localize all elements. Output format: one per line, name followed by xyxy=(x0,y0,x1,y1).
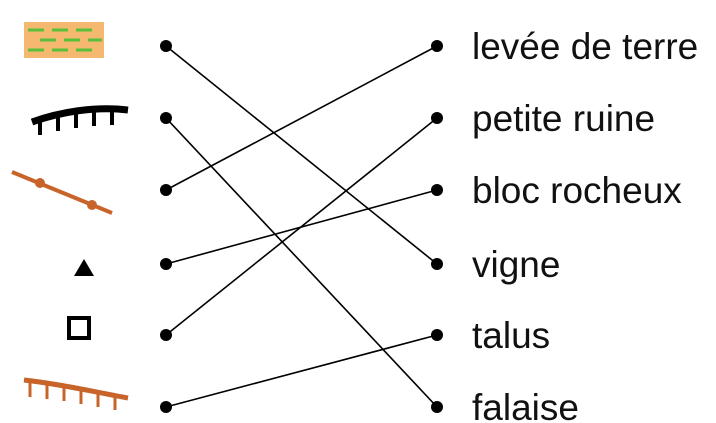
right-dot[interactable] xyxy=(431,258,443,270)
connection-lines xyxy=(165,45,438,408)
connection-line xyxy=(165,334,438,408)
left-dot[interactable] xyxy=(160,401,172,413)
left-dot[interactable] xyxy=(160,258,172,270)
right-dots xyxy=(431,40,443,413)
connection-line xyxy=(165,45,438,265)
left-dot[interactable] xyxy=(160,329,172,341)
term-label: falaise xyxy=(472,387,579,423)
right-dot[interactable] xyxy=(431,40,443,52)
term-label: petite ruine xyxy=(472,98,655,139)
connection-line xyxy=(165,117,438,408)
right-dot[interactable] xyxy=(431,401,443,413)
hollow-square-icon xyxy=(67,316,91,340)
right-dot[interactable] xyxy=(431,112,443,124)
right-dot[interactable] xyxy=(431,329,443,341)
left-dot[interactable] xyxy=(160,40,172,52)
connection-line xyxy=(165,45,438,191)
term-labels: levée de terre petite ruine bloc rocheux… xyxy=(472,26,698,423)
black-cliff-hatch-icon xyxy=(30,105,129,135)
term-label: bloc rocheux xyxy=(472,170,682,211)
term-label: levée de terre xyxy=(472,26,698,67)
vineyard-pattern-icon xyxy=(24,22,104,58)
term-label: vigne xyxy=(472,244,560,285)
filled-triangle-icon xyxy=(74,259,94,276)
connection-line xyxy=(165,117,438,336)
left-dot[interactable] xyxy=(160,112,172,124)
term-label: talus xyxy=(472,315,550,356)
dotted-line-icon xyxy=(11,170,113,215)
right-dot[interactable] xyxy=(431,184,443,196)
brown-slope-hatch-icon xyxy=(23,377,129,410)
left-dots xyxy=(160,40,172,413)
left-dot[interactable] xyxy=(160,184,172,196)
